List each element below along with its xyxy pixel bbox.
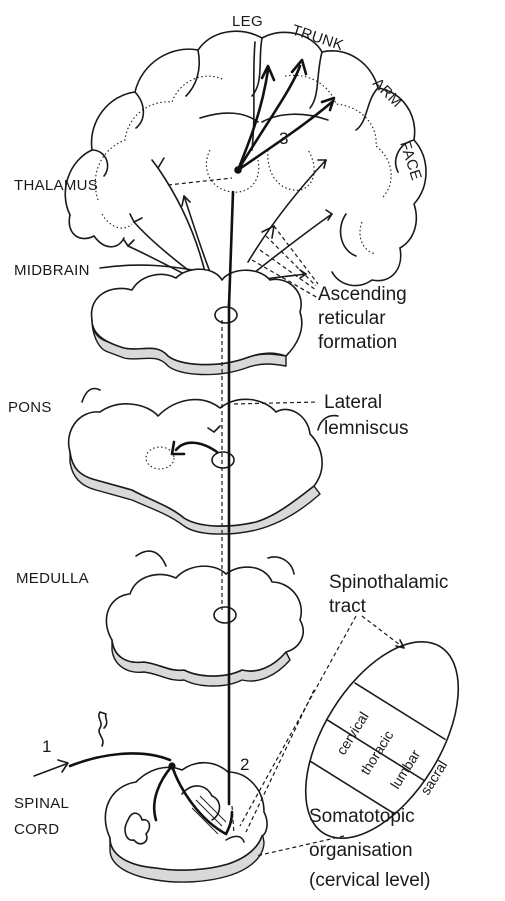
spinal-label: SPINAL	[14, 795, 69, 812]
tract-band-labels: cervical thoracic lumbar sacral	[333, 709, 450, 798]
trunk-label: TRUNK	[290, 22, 346, 55]
number-2-label: 2	[240, 755, 249, 774]
somatotopic-line-1: Somatotopic	[309, 806, 415, 827]
somatotopic-leader-top	[246, 690, 314, 832]
midbrain-slab	[92, 269, 302, 374]
pons-slab	[69, 389, 338, 535]
face-label: FACE	[396, 139, 425, 183]
band-cervical: cervical	[333, 709, 372, 758]
number-1-label: 1	[42, 737, 51, 756]
somatotopic-line-3: (cervical level)	[309, 870, 430, 891]
pons-label: PONS	[8, 399, 52, 416]
ascending-line-2: reticular	[318, 308, 386, 329]
thalamus-leader	[168, 178, 232, 185]
somatotopic-line-2: organisation	[309, 840, 413, 861]
spinal-cord-slab	[105, 763, 267, 882]
tract-leader-to-ellipse	[362, 616, 404, 648]
medulla-slab	[106, 551, 303, 686]
thalamocortical-projections	[124, 158, 332, 282]
band-sacral: sacral	[417, 757, 450, 797]
lateral-line-2: lemniscus	[324, 418, 408, 439]
midbrain-label: MIDBRAIN	[14, 262, 90, 279]
cord-label: CORD	[14, 821, 59, 838]
lateral-line-1: Lateral	[324, 392, 382, 413]
leg-label: LEG	[232, 13, 263, 30]
band-thoracic: thoracic	[357, 728, 397, 778]
number-3-label: 3	[279, 129, 288, 148]
ascending-line-3: formation	[318, 332, 397, 353]
medulla-label: MEDULLA	[16, 570, 89, 587]
third-order-cell-body	[234, 166, 242, 174]
spinothalamic-line-1: Spinothalamic	[329, 572, 448, 593]
band-lumbar: lumbar	[387, 747, 423, 792]
thalamus-label: THALAMUS	[14, 177, 98, 194]
spinothalamic-line-2: tract	[329, 596, 367, 617]
ascending-line-1: Ascending	[318, 284, 407, 305]
